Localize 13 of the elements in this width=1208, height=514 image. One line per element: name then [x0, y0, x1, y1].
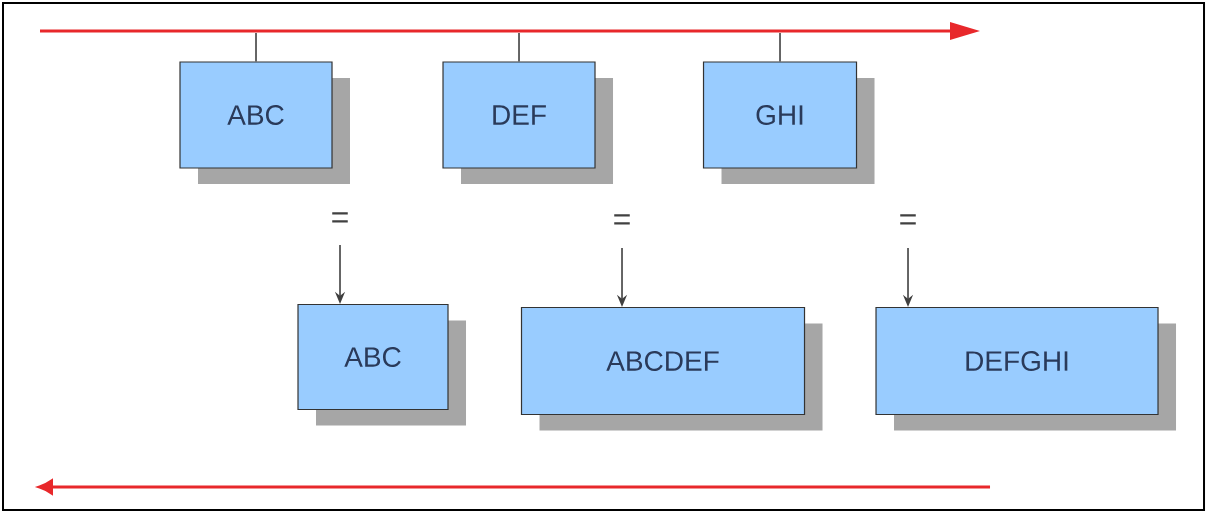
connector-line — [255, 32, 257, 63]
process-box: ABC — [297, 303, 466, 426]
process-box: ABCDEF — [520, 306, 823, 431]
connector-line — [779, 32, 781, 63]
process-box: GHI — [702, 61, 875, 184]
edge-label: = — [610, 212, 634, 232]
process-box: ABC — [179, 61, 350, 184]
process-box: DEFGHI — [875, 306, 1176, 431]
edge-label: = — [896, 212, 920, 232]
connector-line — [518, 32, 520, 63]
timeline-arrow — [40, 22, 980, 40]
process-box: DEF — [442, 61, 613, 184]
edge-label: = — [328, 210, 352, 230]
